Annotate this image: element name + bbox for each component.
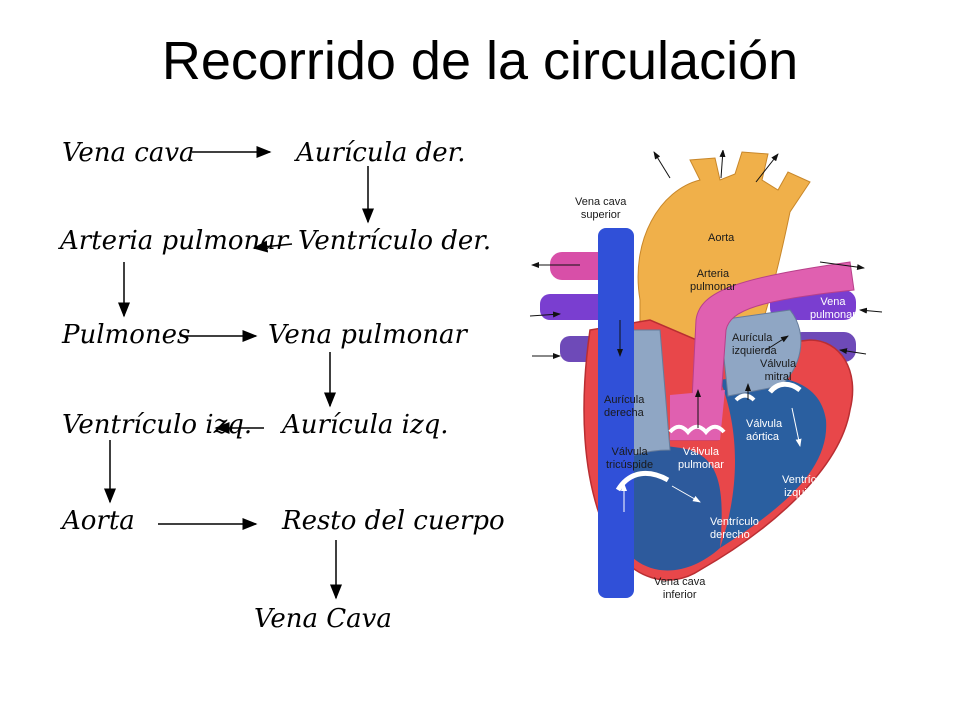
slide-title: Recorrido de la circulación [161,31,799,91]
flow-ventriculo-der: Ventrículo der. [298,226,492,256]
flow-auricula-der: Aurícula der. [296,138,466,168]
vena-cava-tube [598,228,634,598]
aortic-valve [734,393,756,402]
flow-arrows [104,146,374,600]
flow-arteria-pulmonar: Arteria pulmonar [60,226,289,256]
flow-vena-cava: Vena cava [62,138,195,168]
heart-illustration [529,149,883,598]
label-auricula-izquierda: Aurícula izquierda [732,332,777,357]
label-valvula-tricuspide: Válvula tricúspide [606,446,654,471]
label-vena-cava-inferior: Vena cava inferior [654,576,706,601]
pulmonary-valve [668,424,726,436]
flow-pulmones: Pulmones [62,320,191,350]
label-arteria-pulmonar: Arteria pulmonar [690,268,736,293]
label-aorta: Aorta [708,232,735,244]
label-auricula-derecha: Aurícula derecha [604,394,645,419]
label-vena-cava-superior: Vena cava superior [575,196,627,221]
label-valvula-pulmonar: Válvula pulmonar [678,446,724,471]
heart-diagram: Vena cava superior Aorta Arteria pulmona… [520,149,890,610]
mitral-valve [768,381,802,394]
flow-vena-pulmonar: Vena pulmonar [268,320,467,350]
label-vena-pulmonar: Vena pulmonar [810,296,856,321]
label-valvula-mitral: Válvula mitral [760,358,797,383]
flow-vena-cava-final: Vena Cava [254,604,392,634]
label-ventriculo-derecho: Ventrículo derecho [710,516,759,541]
flow-resto-cuerpo: Resto del cuerpo [282,506,505,536]
left-ventricle [720,376,827,548]
label-valvula-aortica: Válvula aórtica [746,418,783,443]
flow-aorta: Aorta [62,506,135,536]
label-ventriculo-izquierdo: Ventrículo izquierdo [782,474,831,499]
arrow-ventriculo-to-arteria [252,240,293,253]
flow-auricula-izq: Aurícula izq. [282,410,449,440]
